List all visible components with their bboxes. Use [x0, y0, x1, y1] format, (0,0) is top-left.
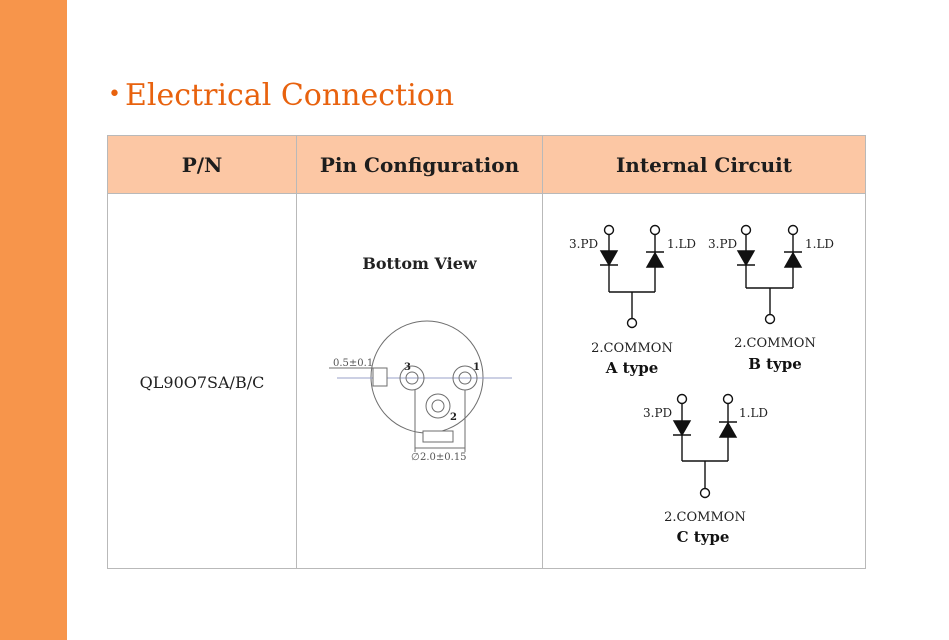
electrical-connection-table: P/N Pin Configuration Internal Circuit Q…: [107, 135, 866, 569]
circuit-c-common-label: 2.COMMON: [664, 510, 746, 525]
pin-drawing: 0.5±0.1 3 1 2 ∅ 2.0±0.15: [329, 320, 512, 463]
circuit-diagrams: 3.PD 1.LD 2.COMMON A type: [569, 224, 834, 546]
diameter-symbol-icon: ∅: [411, 452, 420, 463]
header-pn: P/N: [107, 135, 297, 194]
circuit-a-ld-label: 1.LD: [667, 237, 696, 251]
circuit-b-ld-label: 1.LD: [805, 237, 834, 251]
bullet-icon: •: [108, 82, 121, 107]
circuit-b: [736, 224, 803, 325]
internal-circuit-cell: 3.PD 1.LD 2.COMMON A type: [542, 193, 866, 569]
offset-dimension: 0.5±0.1: [333, 358, 373, 369]
pin1-label: 1: [473, 362, 480, 373]
side-accent-bar: [0, 0, 67, 640]
header-internal-circuit: Internal Circuit: [542, 135, 866, 194]
pin2-label: 2: [450, 412, 457, 423]
header-pin-configuration: Pin Configuration: [296, 135, 543, 194]
circuit-a-pd-label: 3.PD: [569, 237, 598, 251]
circuit-c-ld-label: 1.LD: [739, 406, 768, 420]
circuit-a-type-label: A type: [605, 359, 659, 377]
table-row: QL90O7SA/B/C Bottom View: [107, 193, 866, 569]
pin-config-cell: Bottom View: [296, 193, 543, 569]
circuit-a-common-label: 2.COMMON: [591, 341, 673, 356]
table-header-row: P/N Pin Configuration Internal Circuit: [107, 135, 866, 194]
circuit-b-common-label: 2.COMMON: [734, 336, 816, 351]
circuit-c-type-label: C type: [677, 528, 730, 546]
page-title: •Electrical Connection: [108, 78, 454, 113]
circuit-c-pd-label: 3.PD: [643, 406, 672, 420]
circuit-b-type-label: B type: [748, 355, 802, 373]
page-title-text: Electrical Connection: [124, 78, 455, 113]
bottom-view-label: Bottom View: [362, 254, 477, 273]
circuit-b-pd-label: 3.PD: [708, 237, 737, 251]
part-number: QL90O7SA/B/C: [139, 373, 265, 392]
circuit-c: [672, 393, 738, 499]
diameter-dimension: 2.0±0.15: [420, 452, 467, 463]
pin3-label: 3: [404, 362, 411, 373]
pn-cell: QL90O7SA/B/C: [107, 193, 297, 569]
circuit-a: [599, 224, 665, 329]
